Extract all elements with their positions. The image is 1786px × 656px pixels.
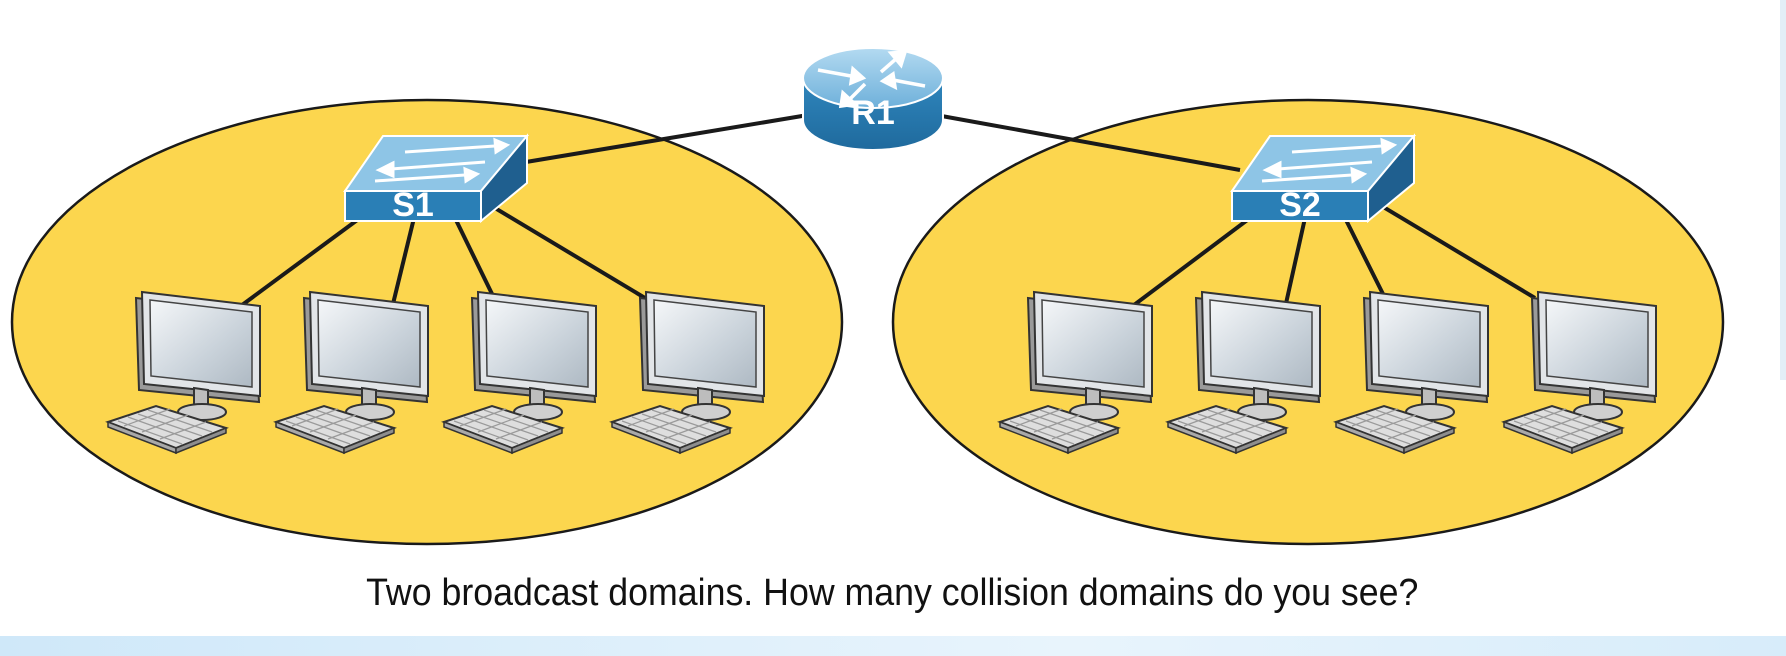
switch-links-left [236,203,647,310]
router-icon [802,47,944,151]
link-s2-pc2 [1283,217,1307,309]
link-s1-pc3 [453,217,496,299]
link-s2-pc1 [1128,216,1252,310]
link-s1-pc4 [488,203,647,300]
link-r1-s1 [519,111,821,165]
switch-label: S2 [1279,186,1321,224]
switch-icon [1230,133,1417,224]
router-label: R1 [851,94,894,132]
bottom-bar [0,636,1786,656]
switch-links-right [1128,203,1537,310]
switch-s2: S2 [1230,133,1417,224]
link-s2-pc4 [1378,203,1537,300]
scrollbar-track[interactable] [1780,0,1786,380]
link-s2-pc3 [1343,217,1387,299]
link-s1-pc1 [236,216,362,310]
network-diagram: S1 S2 [10,47,1725,546]
switch-s1: S1 [343,133,530,224]
switch-label: S1 [392,186,434,224]
switch-icon [343,133,530,224]
link-r1-s2 [924,111,1241,172]
router-r1: R1 [802,47,944,151]
diagram-caption: Two broadcast domains. How many collisio… [366,572,1419,614]
router-links [519,111,1241,172]
link-s1-pc2 [390,217,416,309]
